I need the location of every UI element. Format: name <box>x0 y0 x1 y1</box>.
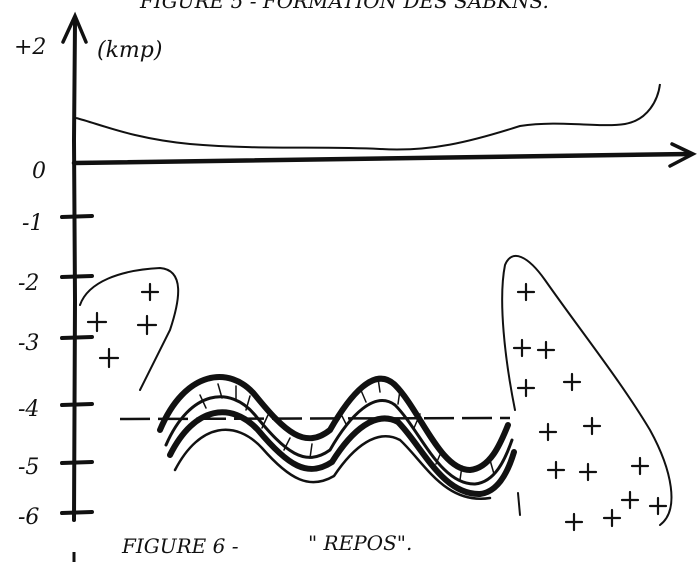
tick-label-0: 0 <box>32 159 46 184</box>
tick-label-plus-2: +2 <box>14 35 46 60</box>
tick-label-minus-2: -2 <box>18 271 39 296</box>
vertical-axis <box>61 11 88 522</box>
tick-label-minus-4: -4 <box>18 397 39 422</box>
reference-level-dashed-line <box>119 416 511 421</box>
surface-topography-line <box>75 83 661 151</box>
tick-label-minus-5: -5 <box>18 455 39 480</box>
tick-label-minus-3: -3 <box>18 331 39 356</box>
folded-salt-layers <box>157 374 517 500</box>
axis-tick-labels: +2 0 -1 -2 -3 -4 -5 -6 <box>14 35 46 530</box>
left-salt-dome <box>79 266 180 391</box>
axis-unit-label: (kmp) <box>97 38 162 63</box>
top-caption: FIGURE 5 - FORMATION DES SABKNS. <box>139 0 549 13</box>
tick-label-minus-6: -6 <box>18 505 39 530</box>
tick-label-minus-1: -1 <box>22 211 43 236</box>
right-salt-dome <box>501 255 673 532</box>
figure-caption: FIGURE 6 - <box>121 534 239 558</box>
axis-ticks <box>60 214 94 515</box>
figure-caption-quote: " REPOS". <box>308 531 412 555</box>
zero-axis <box>71 142 697 168</box>
